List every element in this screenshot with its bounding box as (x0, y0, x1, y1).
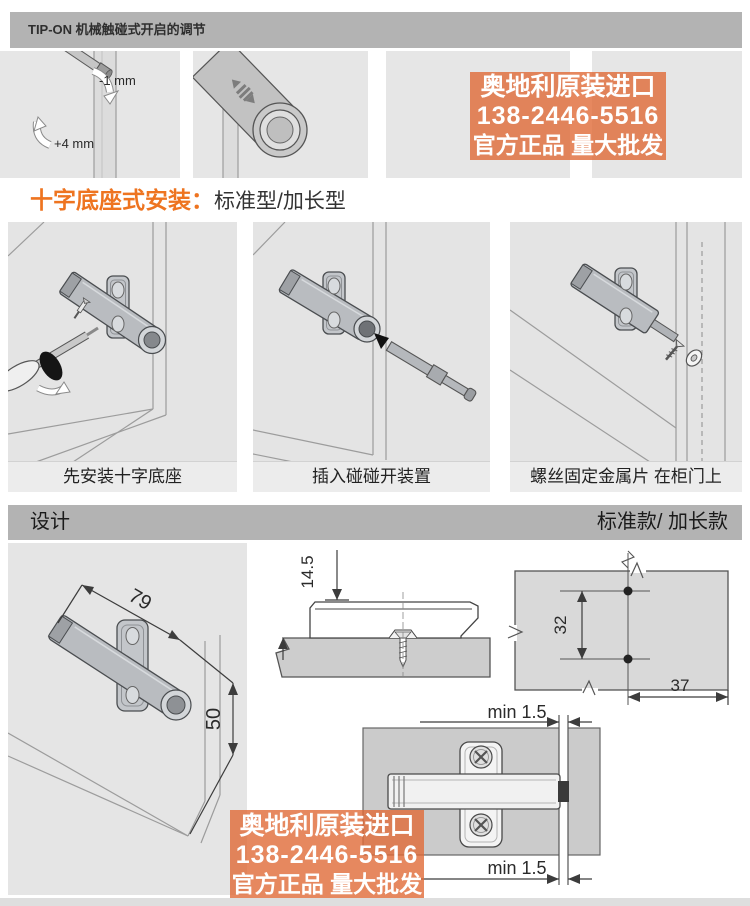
screwdriver (8, 326, 99, 396)
buffer-tip (558, 781, 569, 802)
gap-top-label: min 1.5 (487, 702, 546, 722)
drill-point-top (623, 586, 633, 596)
step1-caption: 先安装十字底座 (8, 461, 237, 492)
watermark-line3: 官方正品 量大批发 (472, 131, 664, 158)
dim-50: 50 (179, 639, 238, 835)
install-heading-subtitle: 标准型/加长型 (214, 190, 346, 213)
cross-adapter-device (278, 269, 381, 343)
cabinet-panel-section (275, 637, 491, 678)
dim-145-label: 14.5 (298, 555, 317, 588)
drill-point-bottom (623, 654, 633, 664)
watermark-line3: 官方正品 量大批发 (231, 870, 423, 897)
dim-14-5: 14.5 (278, 550, 349, 660)
dim-37-label: 37 (671, 676, 690, 695)
next-section-edge (0, 898, 750, 906)
step3-drawing (510, 222, 726, 462)
floating-screw (73, 296, 92, 319)
step-panel-2: 插入碰碰开装置 (253, 222, 490, 492)
watermark-line1: 奥地利原装进口 (239, 811, 415, 840)
install-heading-title: 十字底座式安装： (30, 187, 214, 213)
screw-top (469, 745, 493, 769)
watermark-line1: 奥地利原装进口 (480, 72, 656, 101)
seller-watermark-bottom: 奥地利原装进口 138-2446-5516 官方正品 量大批发 (230, 810, 424, 900)
watermark-phone: 138-2446-5516 (235, 840, 419, 869)
design-section-bar: 设计 标准款/ 加长款 (8, 505, 742, 540)
cross-adapter-device (47, 615, 192, 721)
section-title: TIP-ON 机械触碰式开启的调节 (28, 22, 206, 37)
panel-template (514, 570, 729, 691)
adjust-minus-label: -1 mm (99, 73, 136, 88)
dim-32-label: 32 (551, 616, 570, 635)
step1-drawing (8, 222, 167, 462)
dim-gap-bottom: min 1.5 (420, 858, 592, 884)
cross-adapter-device (570, 263, 679, 343)
dim-50-label: 50 (203, 708, 225, 730)
drill-centerline (560, 550, 650, 705)
watermark-phone: 138-2446-5516 (476, 101, 660, 130)
adapter-side-profile (309, 592, 479, 676)
design-label: 设计 (30, 511, 70, 533)
dim-79-label: 79 (125, 585, 155, 615)
tipon-unit-panel (193, 51, 368, 178)
step2-drawing (253, 222, 477, 462)
dim-32: 32 (551, 591, 587, 659)
dim-gap-top: min 1.5 (420, 702, 592, 727)
side-view-drawing: 14.5 (275, 550, 491, 678)
adjustment-illustration-panel: -1 mm +4 mm (0, 51, 180, 178)
cross-adapter-device (59, 271, 167, 355)
insert-arrow (374, 333, 389, 349)
seller-watermark-top: 奥地利原装进口 138-2446-5516 官方正品 量大批发 (470, 72, 666, 160)
design-variant-label: 标准款/ 加长款 (596, 511, 728, 533)
adjust-plus-label: +4 mm (54, 136, 94, 151)
screw-bottom (469, 813, 493, 837)
step2-caption: 插入碰碰开装置 (253, 461, 490, 492)
gap-bottom-label: min 1.5 (487, 858, 546, 878)
section-header-tipon-adjustment: TIP-ON 机械触碰式开启的调节 (10, 12, 742, 48)
tipon-adjustment-drawing: -1 mm +4 mm (32, 51, 136, 178)
plunger-rod (385, 340, 477, 402)
step3-caption: 螺丝固定金属片 在柜门上 (510, 461, 742, 492)
tipon-unit (56, 51, 113, 80)
tipon-front-device (387, 741, 569, 848)
direction-markings (231, 79, 255, 104)
fixing-screw (665, 338, 686, 361)
drill-template-drawing: 32 37 (507, 550, 729, 705)
step-panel-1: 先安装十字底座 (8, 222, 237, 492)
iso-dimension-drawing: 79 50 (8, 584, 238, 844)
step-panel-3: 螺丝固定金属片 在柜门上 (510, 222, 742, 492)
dim-37: 37 (628, 676, 729, 705)
tipon-unit-drawing (193, 51, 308, 178)
install-heading: 十字底座式安装：标准型/加长型 (30, 184, 730, 216)
iso-dimension-panel: 79 50 (8, 543, 247, 895)
